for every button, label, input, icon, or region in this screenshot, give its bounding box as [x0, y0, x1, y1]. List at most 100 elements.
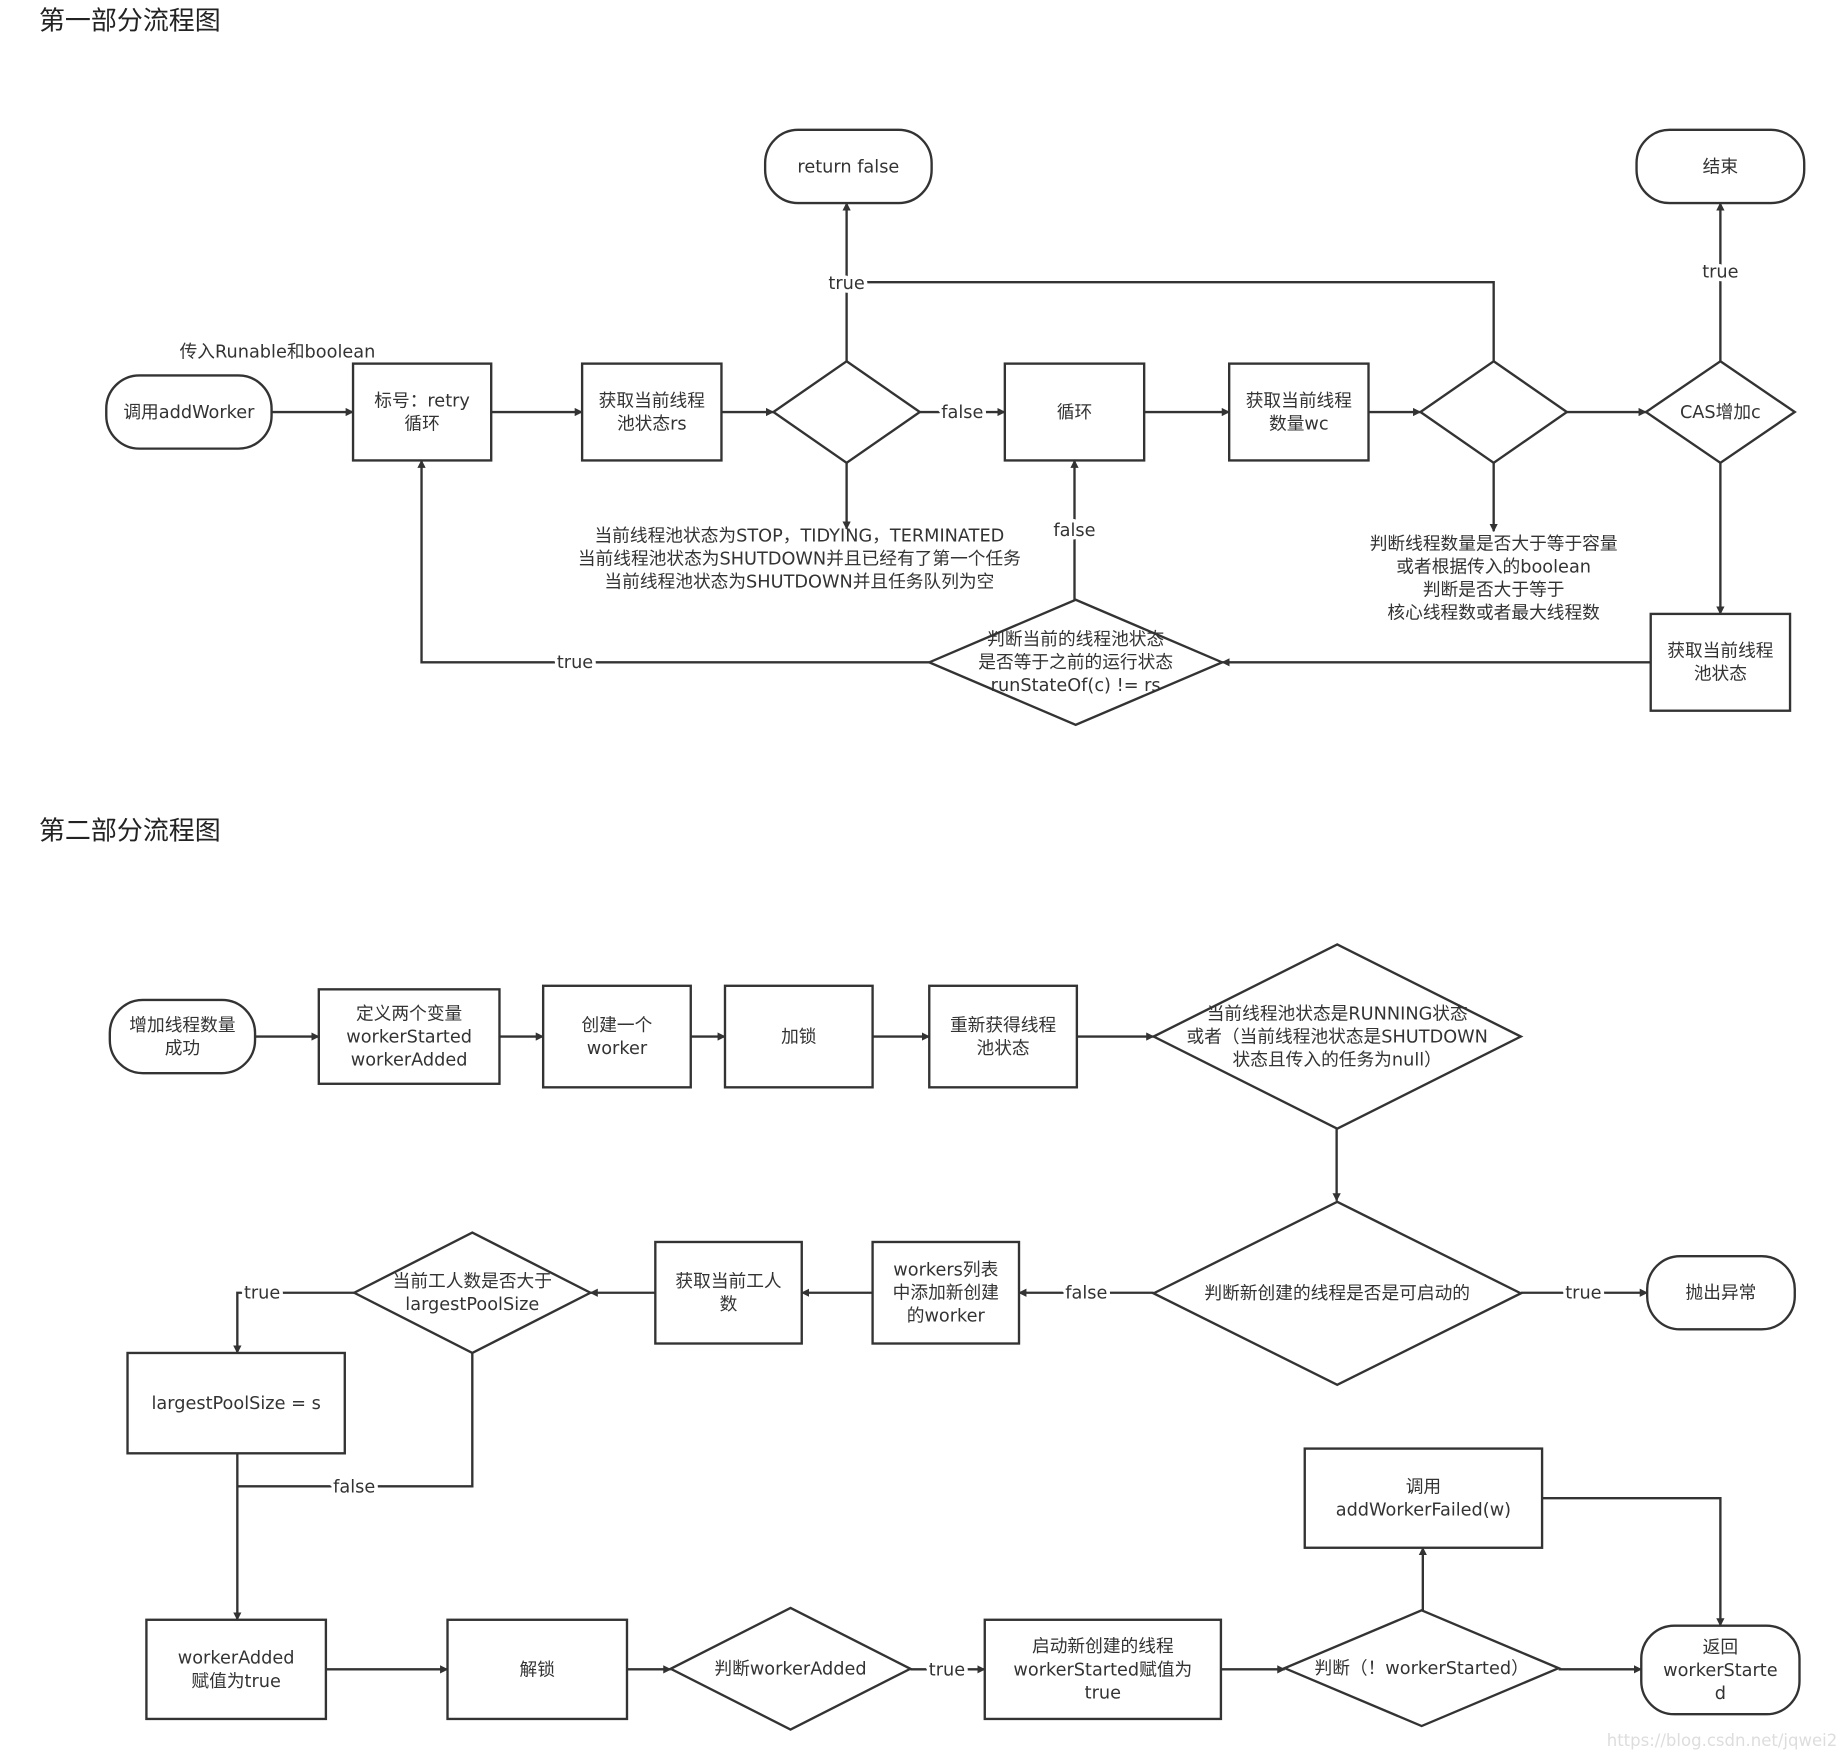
- part2-add-failed-line: addWorkerFailed(w): [1336, 1501, 1511, 1521]
- note-wc-conditions-line: 或者根据传入的boolean: [1396, 556, 1591, 577]
- note-input-note-line: 传入Runable和boolean: [180, 342, 376, 363]
- part2-compare-size-line: largestPoolSize: [405, 1295, 539, 1315]
- edge-label: false: [941, 403, 983, 423]
- part1-get-rs-line: 获取当前线程: [599, 390, 706, 411]
- part2-set-added-line: 赋值为true: [191, 1671, 280, 1692]
- part1-start-line: 调用addWorker: [123, 402, 255, 423]
- part1-check-state-decision: [771, 359, 922, 465]
- part2-add-worker-line: 中添加新创建: [893, 1283, 1000, 1304]
- part2-check-running-decision: 当前线程池状态是RUNNING状态或者（当前线程池状态是SHUTDOWN状态且传…: [1150, 943, 1524, 1130]
- edge-label: false: [333, 1477, 375, 1497]
- edge-label: false: [1065, 1284, 1107, 1304]
- part2-create-line: 创建一个: [582, 1015, 653, 1036]
- part1-get-rs-line: 池状态rs: [617, 413, 687, 434]
- part1-end-terminal: 结束: [1635, 128, 1806, 205]
- part2-check-added-line: 判断workerAdded: [714, 1659, 866, 1680]
- note-wc-conditions: 判断线程数量是否大于等于容量或者根据传入的boolean判断是否大于等于核心线程…: [1370, 533, 1618, 623]
- watermark: https://blog.csdn.net/jqwei2: [1607, 1731, 1838, 1750]
- part1-get-state-line: 获取当前线程: [1667, 641, 1774, 662]
- part1-retry-line: 循环: [404, 413, 439, 434]
- edge-label: false: [1053, 521, 1095, 541]
- part1-check-wc-decision: [1418, 359, 1569, 465]
- part2-start-line: 成功: [165, 1038, 200, 1059]
- part2-unlock-process: 解锁: [446, 1618, 629, 1721]
- part1-loop-line: 循环: [1057, 402, 1092, 423]
- note-wc-conditions-line: 判断线程数量是否大于等于容量: [1370, 533, 1618, 554]
- part2-check-running-line: 当前线程池状态是RUNNING状态: [1207, 1003, 1468, 1024]
- part2-start-thread-line: 启动新创建的线程: [1032, 1636, 1174, 1657]
- part1-get-wc-line: 获取当前线程: [1246, 390, 1353, 411]
- part1-get-wc-line: 数量wc: [1269, 413, 1329, 434]
- part2-lock-process: 加锁: [723, 984, 874, 1089]
- note-wc-conditions-line: 判断是否大于等于: [1423, 579, 1565, 600]
- part2-check-running-line: 状态且传入的任务为null）: [1233, 1049, 1442, 1070]
- note-state-conditions-line: 当前线程池状态为STOP，TIDYING，TERMINATED: [594, 525, 1004, 546]
- part1-end-line: 结束: [1703, 156, 1739, 177]
- part2-set-largest-line: largestPoolSize = s: [151, 1394, 320, 1414]
- part2-set-added-line: workerAdded: [178, 1649, 295, 1669]
- part2-get-count-line: 获取当前工人: [675, 1271, 782, 1292]
- part1-cas-decision: CAS增加c: [1643, 359, 1797, 465]
- part2-add-worker-line: 的worker: [907, 1306, 986, 1327]
- connector-arrow: [1542, 1496, 1725, 1627]
- edge-label: true: [244, 1284, 280, 1304]
- note-input-note: 传入Runable和boolean: [180, 342, 376, 363]
- part2-lock-line: 加锁: [781, 1026, 817, 1047]
- part2-return-line: d: [1715, 1684, 1726, 1704]
- part2-throw-line: 抛出异常: [1686, 1283, 1757, 1304]
- part2-define-line: workerAdded: [351, 1050, 468, 1070]
- connector-arrow: [233, 1291, 355, 1354]
- part2-start-thread-line: true: [1085, 1683, 1121, 1703]
- part1-cas-line: CAS增加c: [1680, 402, 1761, 423]
- part2-return-line: 返回: [1703, 1637, 1738, 1658]
- part1-start-terminal: 调用addWorker: [105, 374, 273, 450]
- part1-retry-line: 标号：retry: [374, 390, 470, 411]
- part1-get-state-line: 池状态: [1694, 664, 1747, 685]
- part1-compare-line: 判断当前的线程池状态: [987, 629, 1164, 650]
- edge-label: true: [828, 274, 864, 294]
- part1-return-false-terminal: return false: [763, 128, 933, 205]
- note-state-conditions-line: 当前线程池状态为SHUTDOWN并且任务队列为空: [604, 571, 994, 592]
- part2-refetch-line: 池状态: [977, 1038, 1030, 1059]
- edge-label: true: [929, 1660, 965, 1680]
- edge-label: true: [557, 653, 593, 673]
- part2-define-process: 定义两个变量 workerStarted workerAdded: [317, 988, 501, 1085]
- connector-arrow: [237, 1352, 474, 1488]
- part2-create-process: 创建一个 worker: [541, 984, 692, 1089]
- part1-compare-line: runStateOf(c) != rs: [991, 676, 1161, 696]
- part2-check-added-decision: 判断workerAdded: [668, 1606, 913, 1731]
- note-state-conditions: 当前线程池状态为STOP，TIDYING，TERMINATED 当前线程池状态为S…: [578, 525, 1021, 592]
- part2-refetch-line: 重新获得线程: [950, 1015, 1057, 1036]
- part2-start-thread-line: workerStarted赋值为: [1013, 1659, 1192, 1680]
- part2-define-line: workerStarted: [346, 1027, 472, 1047]
- edge-label: true: [1702, 262, 1738, 282]
- part2-get-count-line: 数: [720, 1294, 738, 1315]
- part2-set-largest-process: largestPoolSize = s: [126, 1351, 346, 1455]
- part1-title: 第一部分流程图: [39, 7, 221, 37]
- part2-check-running-line: 或者（当前线程池状态是SHUTDOWN: [1187, 1026, 1488, 1047]
- part2-add-failed-line: 调用: [1406, 1477, 1441, 1498]
- part2-unlock-line: 解锁: [520, 1659, 556, 1680]
- part1-return-false-line: return false: [797, 157, 899, 177]
- note-wc-conditions-line: 核心线程数或者最大线程数: [1387, 602, 1600, 623]
- part2-add-worker-line: workers列表: [893, 1260, 998, 1281]
- part2-check-started-line: 判断（！workerStarted）: [1314, 1658, 1528, 1679]
- part2-define-line: 定义两个变量: [356, 1003, 462, 1024]
- part2-create-line: worker: [587, 1039, 648, 1059]
- part1-compare-line: 是否等于之前的运行状态: [978, 652, 1173, 673]
- part2-throw-terminal: 抛出异常: [1645, 1254, 1796, 1331]
- connector-arrow: [846, 280, 1495, 362]
- part1-loop-process: 循环: [1003, 362, 1146, 462]
